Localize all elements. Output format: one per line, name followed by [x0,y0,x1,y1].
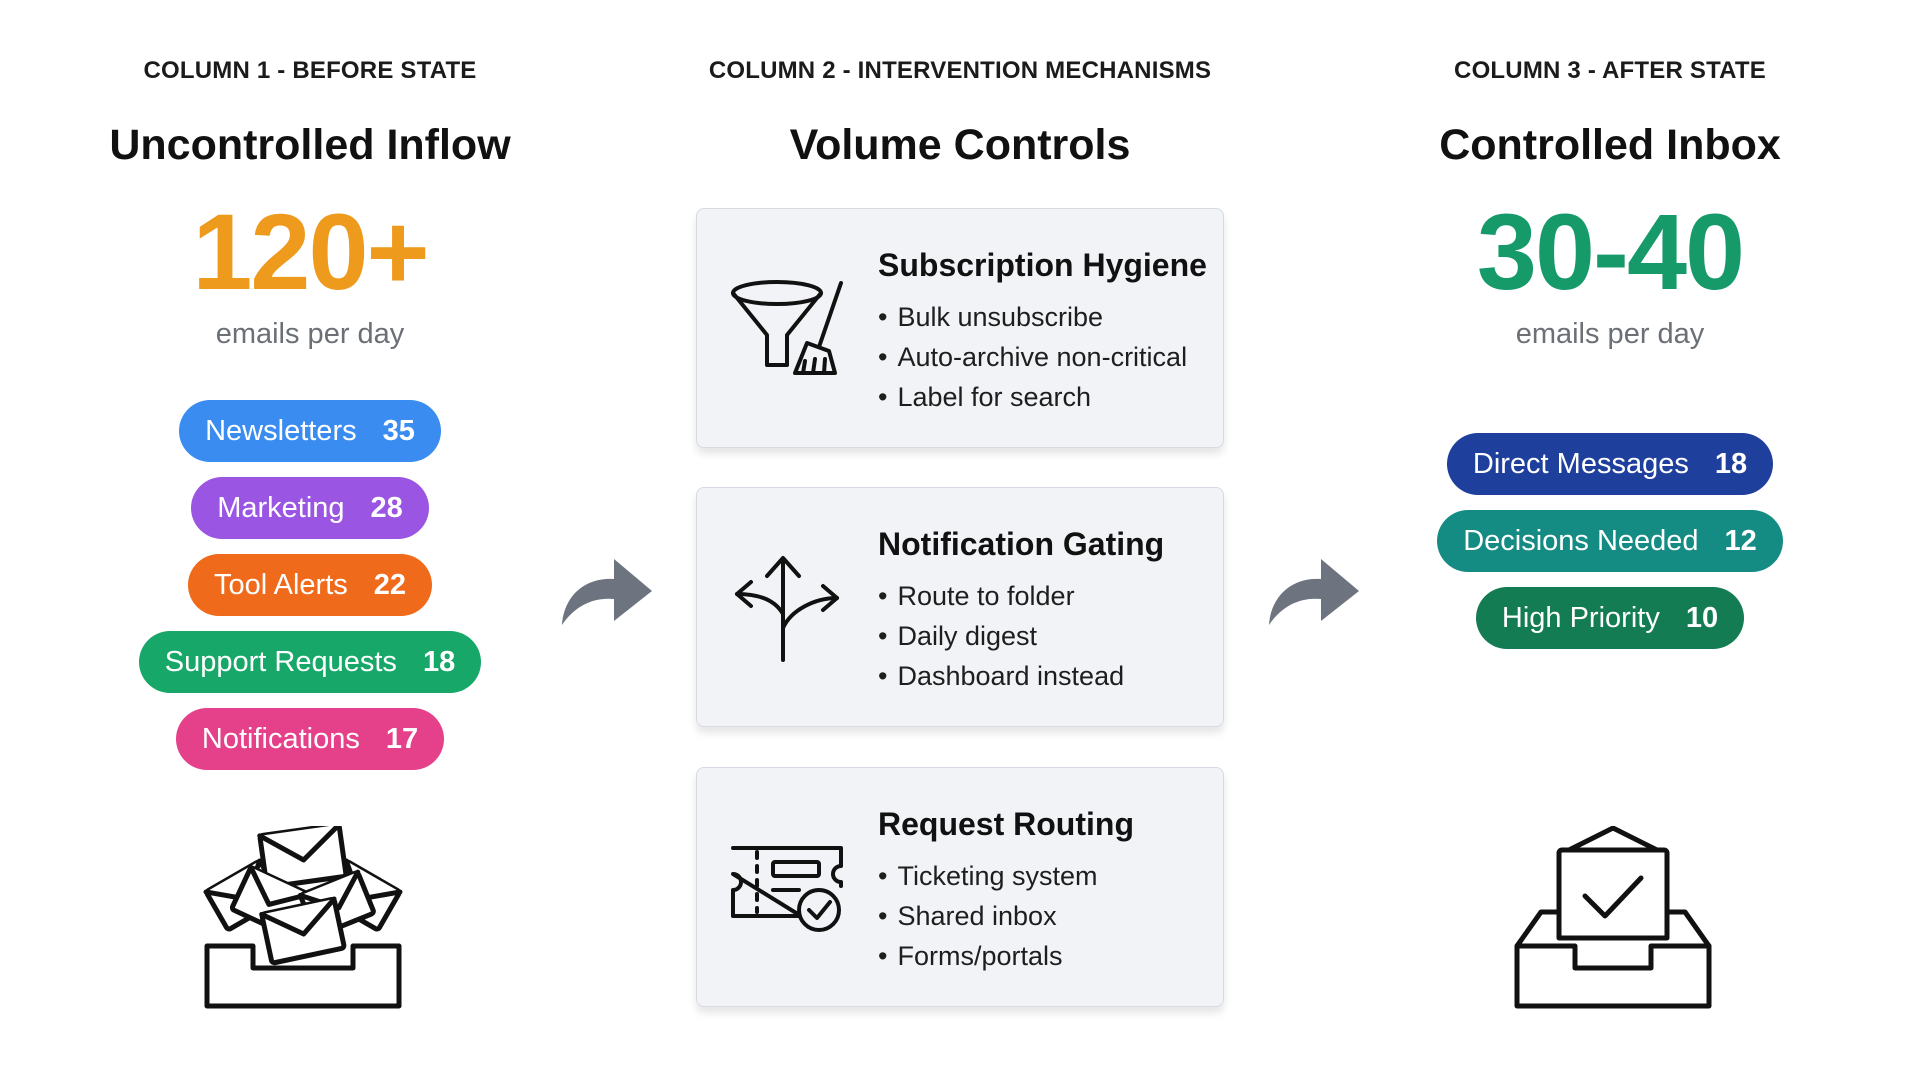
inbox-check-icon [1514,826,1712,1009]
category-pill-marketing: Marketing 28 [191,477,429,539]
email-volume-value: 120+ [192,191,429,312]
pill-label: Marketing [217,491,345,524]
card-bullet: Forms/portals [878,936,1098,976]
column-title: Controlled Inbox [1439,121,1781,169]
card-title: Request Routing [878,806,1134,842]
card-bullet-list: Route to folder Daily digest Dashboard i… [878,576,1124,696]
pill-label: Decisions Needed [1463,524,1699,557]
category-pill-newsletters: Newsletters 35 [179,400,441,462]
category-pill-tool-alerts: Tool Alerts 22 [187,554,433,616]
category-pill-decisions-needed: Decisions Needed 12 [1437,510,1783,572]
pill-label: Support Requests [164,645,397,678]
column-title: Volume Controls [789,121,1131,169]
split-arrows-icon [735,556,839,662]
pill-count: 12 [1724,524,1757,557]
overflowing-inbox-icon [203,826,403,1009]
flow-arrow-icon [562,559,652,625]
pill-label: Notifications [201,722,360,755]
column-title: Uncontrolled Inflow [109,121,511,169]
card-title: Subscription Hygiene [878,247,1207,283]
column-eyebrow: COLUMN 1 - BEFORE STATE [143,57,477,84]
flow-arrow-icon [1269,559,1359,625]
card-title: Notification Gating [878,526,1165,562]
pill-count: 22 [373,568,407,601]
card-bullet: Label for search [878,377,1187,417]
pill-label: Direct Messages [1472,447,1689,480]
funnel-broom-icon [731,280,843,375]
mechanism-card-subscription-hygiene: Subscription Hygiene Bulk unsubscribe Au… [696,208,1224,448]
pill-label: Newsletters [205,414,357,447]
column-eyebrow: COLUMN 2 - INTERVENTION MECHANISMS [708,57,1212,84]
mechanism-card-request-routing: Request Routing Ticketing system Shared … [696,767,1224,1007]
card-bullet-list: Bulk unsubscribe Auto-archive non-critic… [878,297,1187,417]
pill-count: 17 [385,722,419,755]
category-pill-support-requests: Support Requests 18 [138,631,482,693]
pill-label: Tool Alerts [213,568,348,601]
card-bullet: Bulk unsubscribe [878,297,1187,337]
category-pill-list: Newsletters 35 Marketing 28 Tool Alerts … [0,400,620,770]
card-bullet: Route to folder [878,576,1124,616]
category-pill-list: Direct Messages 18 Decisions Needed 12 H… [1300,433,1920,649]
ticket-check-icon [731,846,843,932]
email-volume-caption: emails per day [215,318,405,350]
card-bullet: Dashboard instead [878,656,1124,696]
pill-count: 18 [1714,447,1748,480]
mechanism-card-notification-gating: Notification Gating Route to folder Dail… [696,487,1224,727]
pill-count: 35 [382,414,415,447]
card-bullet: Auto-archive non-critical [878,337,1187,377]
card-bullet: Shared inbox [878,896,1098,936]
pill-count: 10 [1685,601,1719,634]
category-pill-high-priority: High Priority 10 [1475,587,1745,649]
pill-label: High Priority [1501,601,1660,634]
card-bullet: Ticketing system [878,856,1097,896]
category-pill-direct-messages: Direct Messages 18 [1446,433,1774,495]
pill-count: 28 [370,491,403,524]
email-volume-caption: emails per day [1515,318,1705,350]
category-pill-notifications: Notifications 17 [175,708,445,770]
column-eyebrow: COLUMN 3 - AFTER STATE [1454,57,1766,84]
email-volume-value: 30-40 [1476,191,1745,312]
pill-count: 18 [422,645,456,678]
card-bullet-list: Ticketing system Shared inbox Forms/port… [878,856,1098,976]
card-bullet: Daily digest [878,616,1124,656]
